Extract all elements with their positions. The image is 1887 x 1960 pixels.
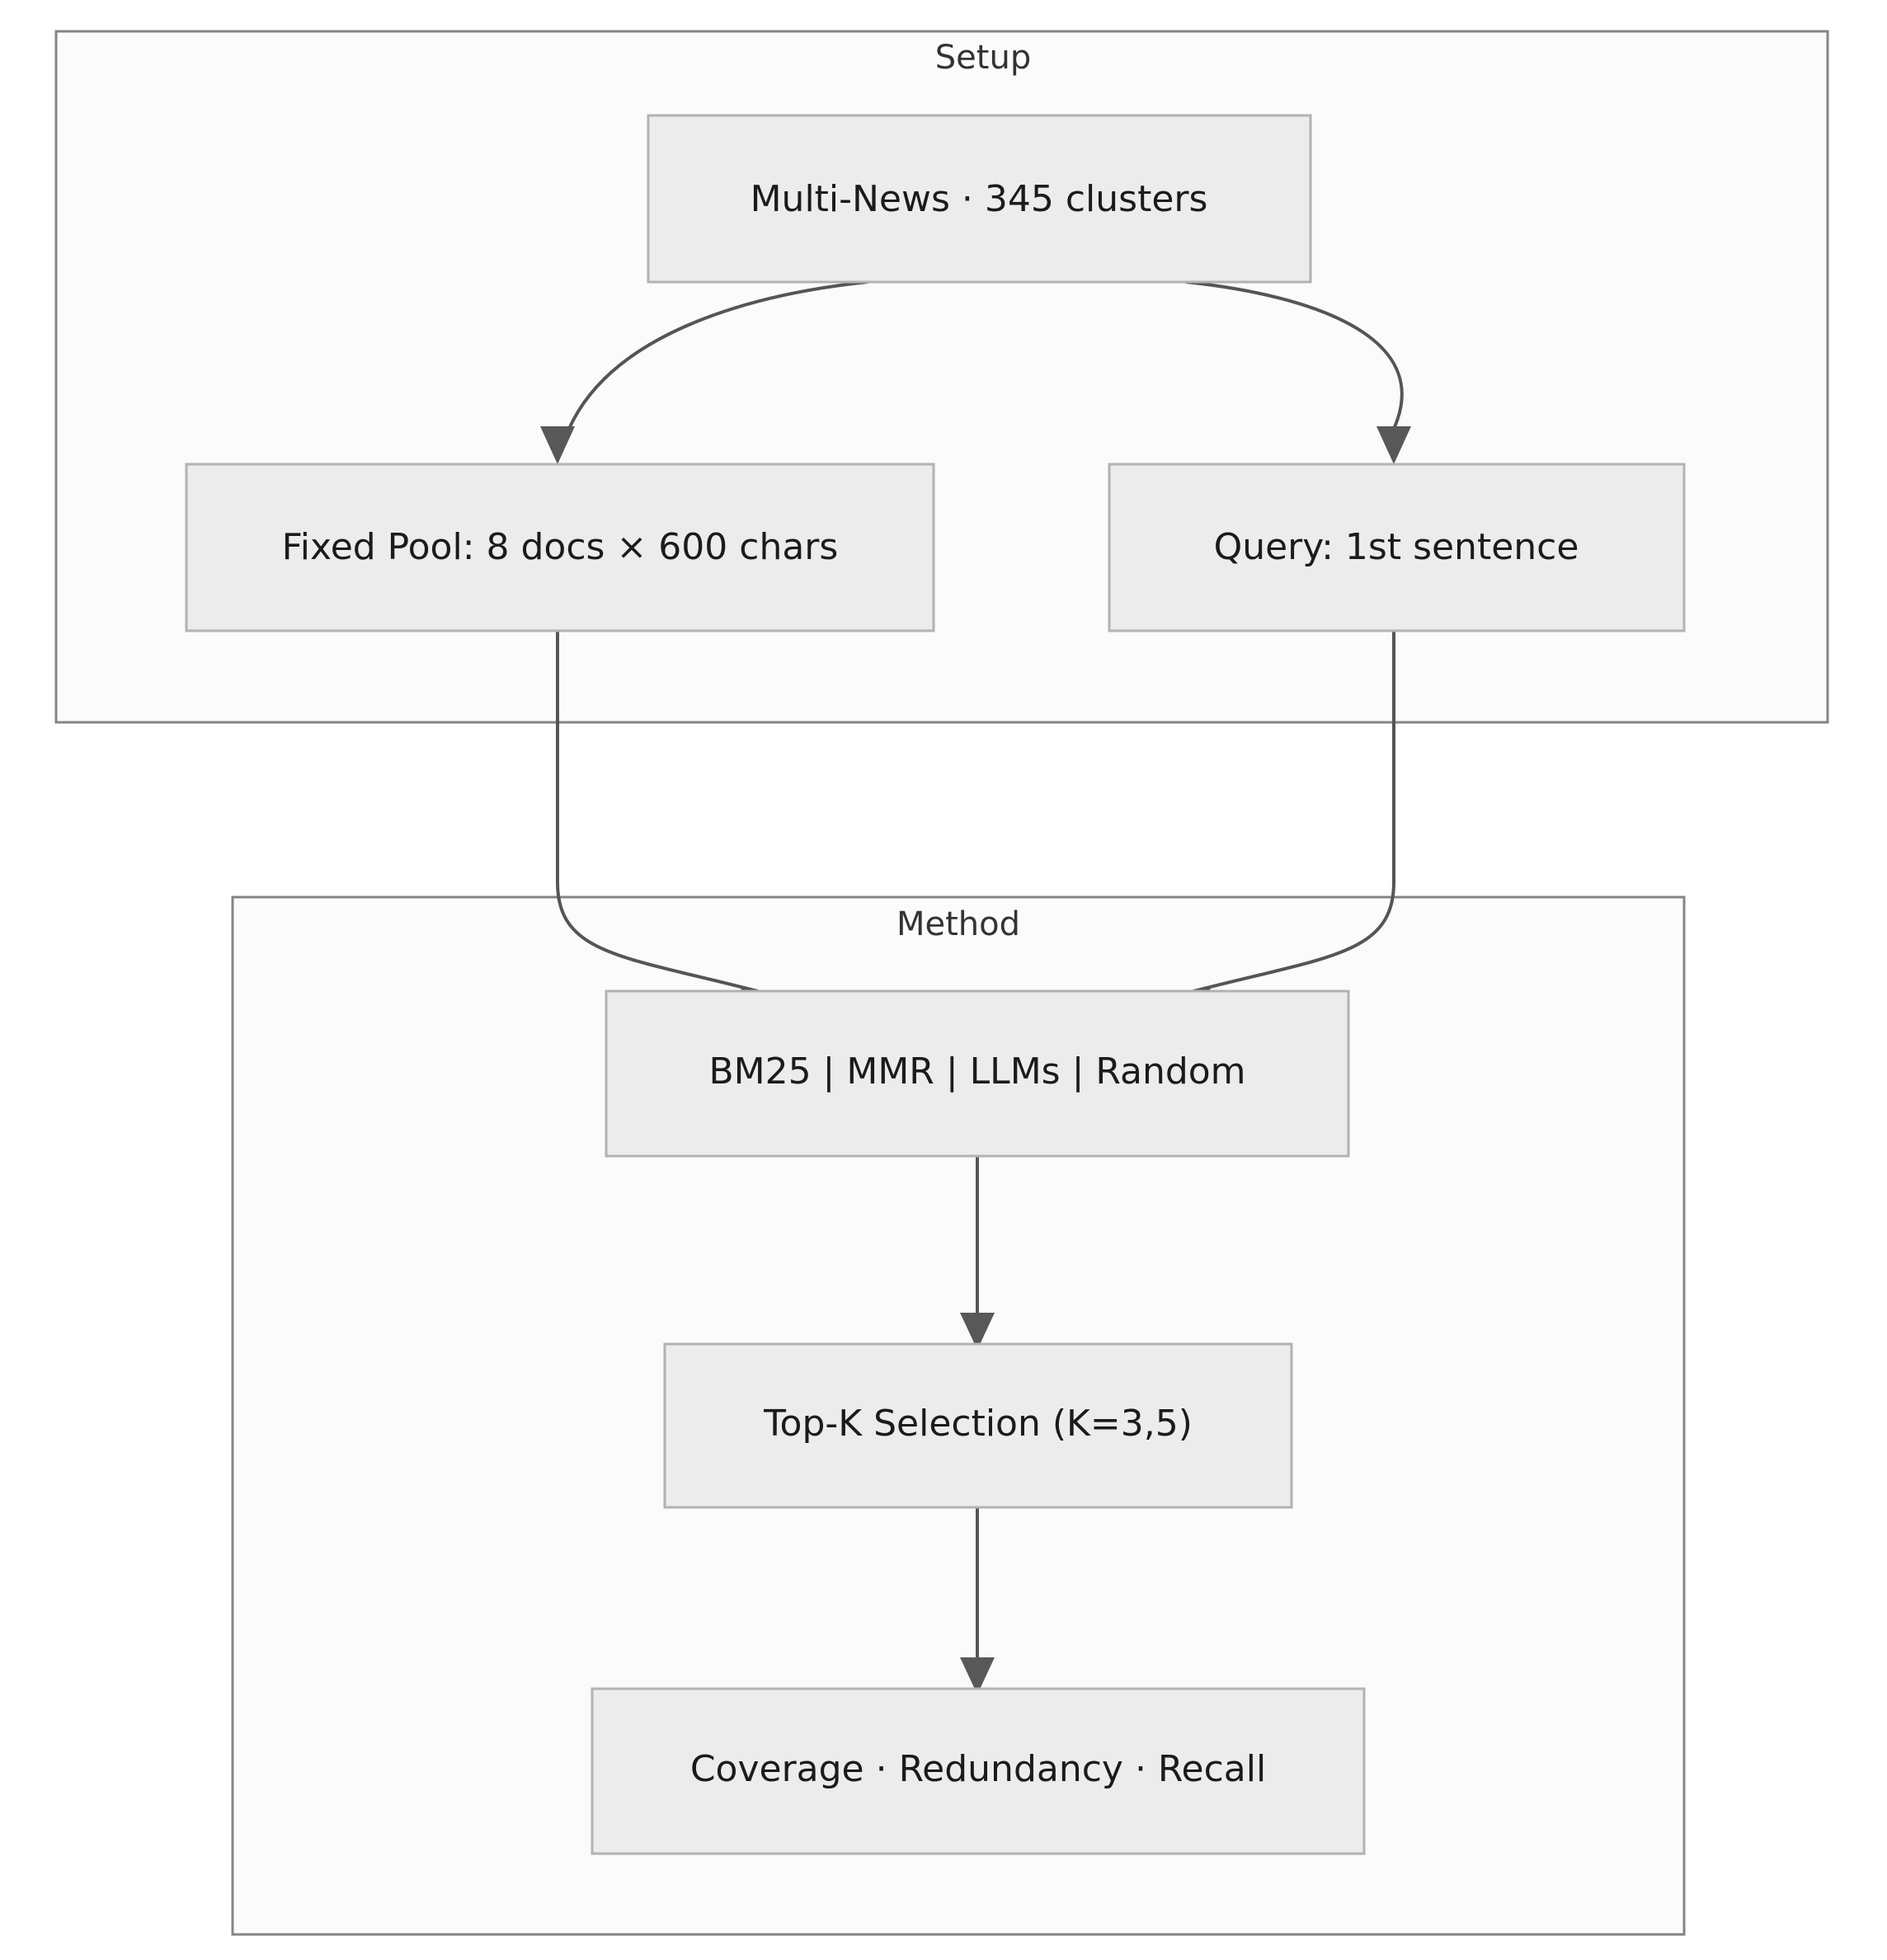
arrow-head-icon — [1376, 426, 1411, 464]
node-query[interactable]: Query: 1st sentence — [1108, 463, 1686, 632]
node-selectors[interactable]: BM25 | MMR | LLMs | Random — [605, 989, 1350, 1158]
edge-selectors-to-topk — [960, 1156, 995, 1350]
edge-dataset-to-pool-path — [567, 280, 868, 430]
edge-pool-to-selectors-path — [556, 631, 768, 995]
node-dataset-box[interactable] — [647, 114, 1312, 284]
edge-query-to-selectors-path — [1183, 631, 1395, 995]
node-metrics-label: Coverage · Redundancy · Recall — [690, 1748, 1266, 1790]
node-metrics-box[interactable] — [591, 1687, 1366, 1855]
node-pool-box[interactable] — [185, 463, 935, 632]
arrow-head-icon — [960, 1657, 995, 1694]
edge-dataset-to-query — [1185, 280, 1411, 464]
node-metrics[interactable]: Coverage · Redundancy · Recall — [591, 1687, 1366, 1855]
node-query-label: Query: 1st sentence — [1214, 526, 1579, 568]
node-selectors-box[interactable] — [605, 989, 1350, 1158]
node-topk-label: Top-K Selection (K=3,5) — [763, 1403, 1193, 1445]
node-dataset-label: Multi-News · 345 clusters — [751, 178, 1208, 220]
node-pool-label: Fixed Pool: 8 docs × 600 chars — [282, 526, 839, 568]
cluster-setup-label: Setup — [935, 39, 1031, 77]
arrow-head-icon — [540, 426, 575, 464]
node-topk[interactable]: Top-K Selection (K=3,5) — [663, 1342, 1293, 1509]
node-pool[interactable]: Fixed Pool: 8 docs × 600 chars — [185, 463, 935, 632]
node-query-box[interactable] — [1108, 463, 1686, 632]
edge-topk-to-metrics — [960, 1507, 995, 1694]
cluster-method-label: Method — [896, 905, 1020, 943]
node-selectors-label: BM25 | MMR | LLMs | Random — [708, 1051, 1245, 1093]
arrow-head-icon — [960, 1313, 995, 1350]
edge-dataset-to-pool — [540, 280, 868, 464]
node-topk-box[interactable] — [663, 1342, 1293, 1509]
node-dataset[interactable]: Multi-News · 345 clusters — [647, 114, 1312, 284]
edge-dataset-to-query-path — [1185, 280, 1404, 430]
